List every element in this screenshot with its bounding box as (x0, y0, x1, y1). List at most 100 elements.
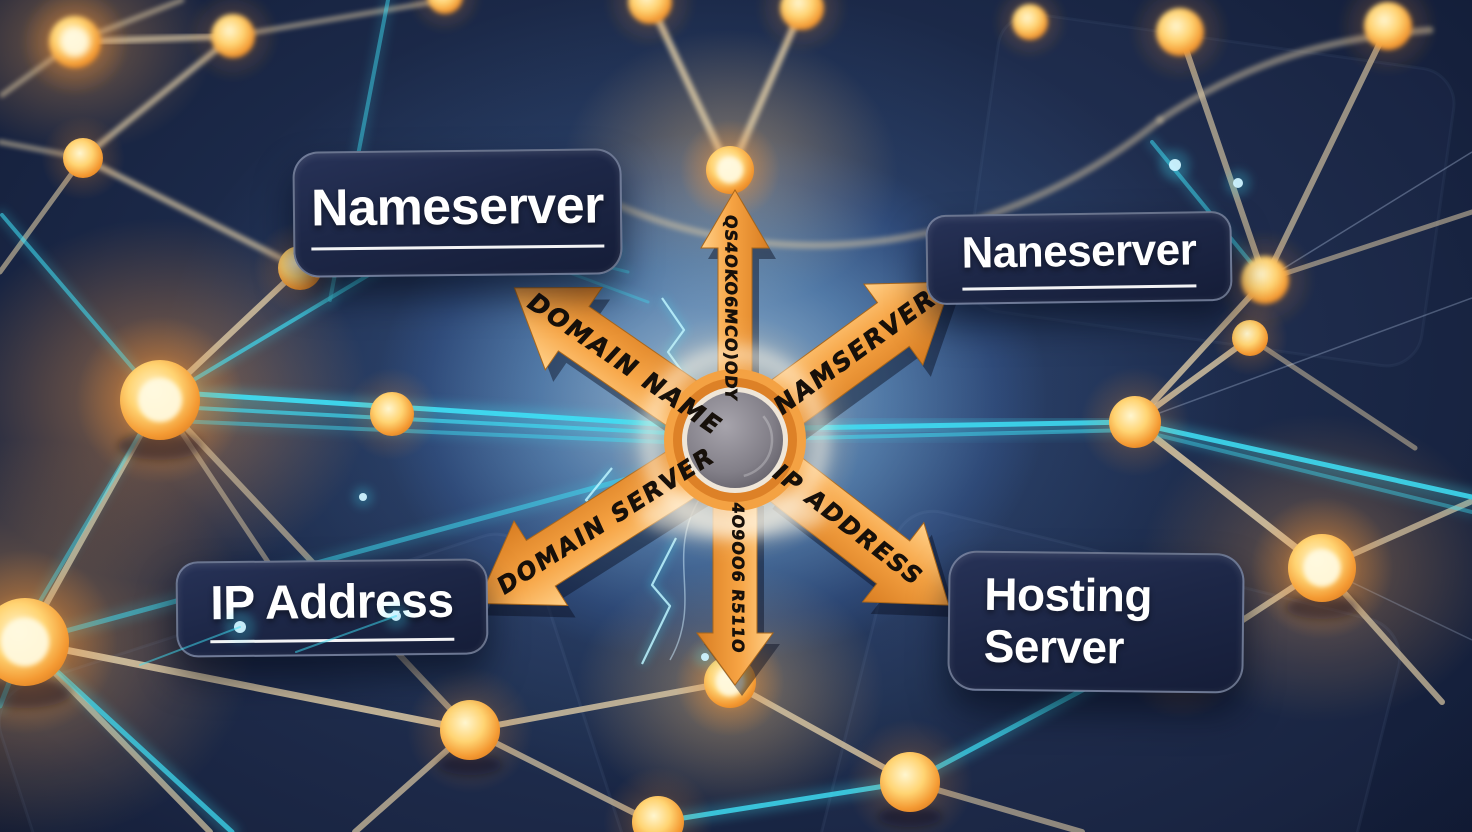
light-beam-glow (145, 413, 695, 450)
network-node (407, 0, 483, 34)
network-link (230, 0, 448, 39)
network-node (847, 719, 973, 832)
network-node (1212, 300, 1288, 376)
network-link (467, 727, 651, 823)
blue-dot (1169, 159, 1181, 171)
network-node (407, 667, 533, 793)
network-node (992, 0, 1068, 60)
arrow-text-domain-name: DOMAIN NAME (520, 288, 730, 440)
light-beam-glow (151, 399, 695, 441)
network-link (1262, 209, 1472, 283)
blue-dot (359, 493, 367, 501)
network-node (0, 549, 118, 735)
network-node (345, 367, 439, 461)
light-beam (655, 779, 913, 825)
light-beam (0, 213, 162, 402)
network-link (1319, 499, 1472, 571)
blue-dot-glow (1225, 170, 1251, 196)
light-beam-glow (792, 414, 1140, 436)
light-beam (150, 418, 690, 445)
label-plate-nameserver-right: Naneserver (925, 210, 1233, 306)
blue-dot-glow (694, 646, 716, 668)
electric-filament (669, 497, 701, 661)
network-link (1262, 23, 1391, 283)
arrow-text-up: QS4OKO6MCO)ODY (721, 213, 741, 403)
electric-bolt-glow (639, 536, 679, 666)
ip-address-text: IP Address (210, 573, 454, 643)
network-node (76, 316, 244, 484)
blue-dot-glow (1159, 149, 1191, 181)
network-link (1319, 565, 1445, 705)
light-beam (28, 398, 162, 620)
arrow-text-domain-server: DOMAIN SERVER (493, 440, 719, 602)
light-beam (797, 419, 1135, 431)
network-link (1247, 335, 1418, 451)
network-node (41, 116, 125, 200)
network-link (80, 155, 303, 271)
label-plate-hosting-server: Hosting Server (947, 550, 1245, 694)
network-node (1129, 0, 1231, 83)
network-link (0, 39, 78, 98)
network-link (467, 679, 733, 733)
network-link (72, 33, 236, 45)
network-node (1080, 367, 1190, 477)
network-node (20, 0, 130, 97)
network-link (72, 0, 185, 45)
network-link-curved (1156, 26, 1434, 124)
arrow-text-down: 4O9OO6 R511O (728, 501, 748, 655)
nameserver-left-text: Nameserver (310, 175, 605, 251)
network-link (0, 155, 86, 275)
light-beam-glow (1132, 416, 1472, 505)
network-link (907, 779, 1085, 832)
network-link (22, 397, 163, 645)
thin-wire (1321, 567, 1472, 641)
network-link (352, 727, 473, 832)
network-node (603, 0, 697, 49)
arrow-text-ip-address: IP ADDRESS (766, 459, 931, 591)
arrow-text-nameserver: NAMSERVER (769, 282, 941, 422)
electric-bolt (641, 537, 677, 665)
network-link (1131, 418, 1326, 572)
network-link (157, 265, 303, 403)
label-plate-nameserver-left: Nameserver (292, 148, 623, 278)
network-node (755, 0, 849, 55)
network-node (1337, 0, 1439, 77)
network-link (0, 139, 86, 161)
light-beam-glow (0, 634, 33, 714)
thin-wire (1264, 151, 1472, 281)
light-beam-glow (0, 208, 167, 407)
network-link (1132, 335, 1253, 425)
light-beam (0, 639, 28, 709)
network-link (80, 33, 236, 161)
network-node (1250, 496, 1394, 640)
network-node (603, 767, 713, 832)
light-beam (1143, 430, 1472, 514)
light-beam-glow (1138, 425, 1472, 519)
blue-dot (701, 653, 709, 661)
network-link (727, 679, 913, 785)
light-beam (156, 404, 690, 436)
network-link (22, 639, 213, 832)
light-beam-glow (801, 423, 1142, 445)
light-beam-glow (157, 384, 696, 434)
hosting-server-text-line2: Server (983, 619, 1125, 674)
surface-panels (0, 12, 1456, 832)
light-beam-glow (17, 634, 240, 832)
network-node (186, 0, 280, 83)
network-node (679, 119, 781, 221)
label-plate-ip-address: IP Address (175, 558, 489, 658)
light-beam-glow (650, 774, 918, 830)
light-beam (806, 428, 1137, 440)
network-link (646, 0, 732, 172)
light-beam-glow (23, 393, 167, 625)
light-beam (162, 389, 691, 429)
blue-dot (1233, 178, 1243, 188)
blue-dot-glow (352, 486, 374, 508)
thin-wire (1134, 297, 1472, 423)
